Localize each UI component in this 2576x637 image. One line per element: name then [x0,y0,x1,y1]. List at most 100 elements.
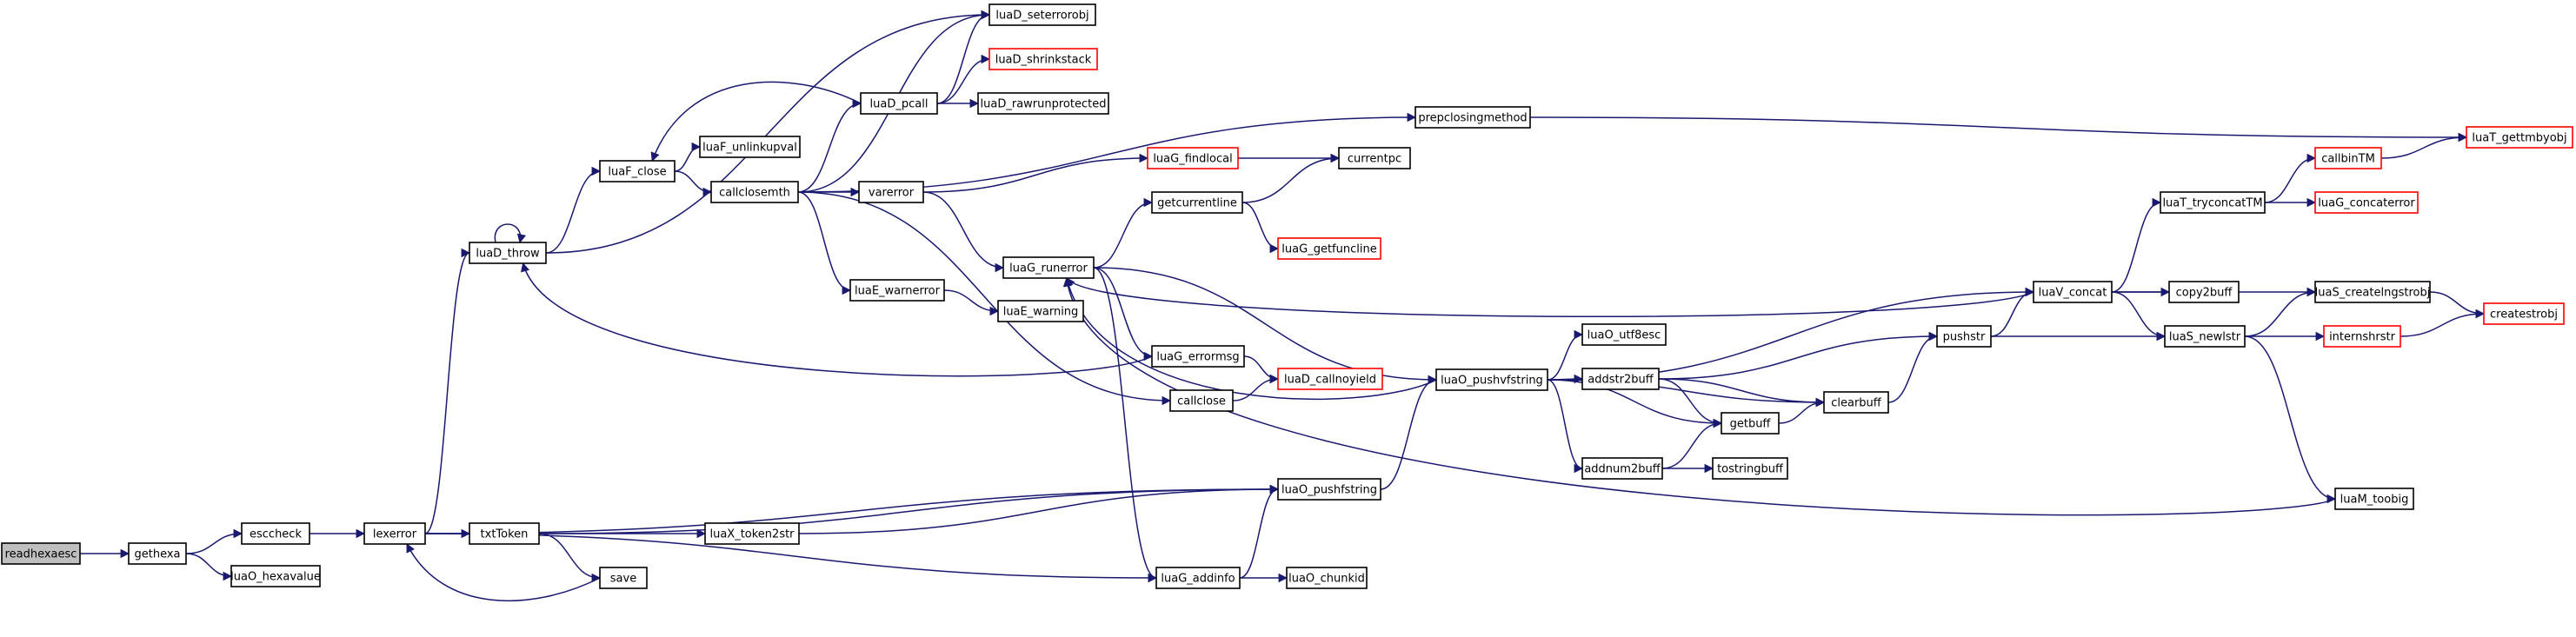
node-box[interactable] [849,279,945,302]
node-luaD_pcall[interactable]: luaD_pcall [860,92,938,115]
node-box[interactable] [1151,345,1245,368]
node-luaE_warning[interactable]: luaE_warning [997,300,1084,322]
node-box[interactable] [1155,567,1241,589]
node-currentpc[interactable]: currentpc [1338,147,1411,169]
node-luaD_shrinkstack[interactable]: luaD_shrinkstack [988,48,1098,70]
node-luaO_chunkid[interactable]: luaO_chunkid [1286,567,1368,589]
node-box[interactable] [1277,368,1383,390]
node-luaG_concaterror[interactable]: luaG_concaterror [2314,191,2419,214]
node-luaD_seterrorobj[interactable]: luaD_seterrorobj [988,3,1096,26]
node-gethexa[interactable]: gethexa [128,542,187,565]
node-luaD_callnoyield[interactable]: luaD_callnoyield [1277,368,1383,390]
node-addnum2buff[interactable]: addnum2buff [1581,457,1663,480]
node-box[interactable] [469,242,547,264]
node-getcurrentline[interactable]: getcurrentline [1151,191,1243,214]
node-box[interactable] [1002,256,1095,279]
node-box[interactable] [128,542,187,565]
node-box[interactable] [241,522,310,545]
node-box[interactable] [1277,237,1381,260]
node-box[interactable] [988,48,1098,70]
node-luaG_getfuncline[interactable]: luaG_getfuncline [1277,237,1381,260]
node-box[interactable] [2168,281,2240,303]
node-luaT_tryconcatTM[interactable]: luaT_tryconcatTM [2160,191,2266,214]
node-luaD_throw[interactable]: luaD_throw [469,242,547,264]
node-box[interactable] [1147,147,1239,169]
node-box[interactable] [1277,478,1381,501]
node-box[interactable] [363,522,426,545]
node-internshrstr[interactable]: internshrstr [2323,325,2401,348]
node-txtToken[interactable]: txtToken [469,522,540,545]
node-luaO_hexavalue[interactable]: luaO_hexavalue [230,565,321,587]
node-box[interactable] [599,567,648,589]
node-box[interactable] [230,565,321,587]
node-box[interactable] [997,300,1084,322]
node-luaT_gettmbyobj[interactable]: luaT_gettmbyobj [2466,126,2573,149]
node-box[interactable] [988,3,1096,26]
node-luaS_createlngstrobj[interactable]: luaS_createlngstrobj [2314,281,2431,303]
node-box[interactable] [704,522,800,545]
node-box[interactable] [1435,368,1548,391]
node-luaO_utf8esc[interactable]: luaO_utf8esc [1581,323,1667,346]
node-readhexaesc[interactable]: readhexaesc [1,542,81,565]
node-varerror[interactable]: varerror [858,181,924,203]
node-box[interactable] [1712,457,1788,480]
node-box[interactable] [2314,281,2431,303]
node-pushstr[interactable]: pushstr [1936,325,1992,348]
node-box[interactable] [977,92,1109,115]
node-box[interactable] [1581,323,1667,346]
node-box[interactable] [1581,457,1663,480]
node-callbinTM[interactable]: callbinTM [2314,147,2382,169]
node-luaS_newlstr[interactable]: luaS_newlstr [2164,325,2246,348]
node-box[interactable] [1823,391,1889,414]
node-luaM_toobig[interactable]: luaM_toobig [2334,488,2414,510]
node-box[interactable] [1169,389,1234,412]
node-box[interactable] [2314,191,2419,214]
node-luaX_token2str[interactable]: luaX_token2str [704,522,800,545]
node-box[interactable] [469,522,540,545]
node-box[interactable] [2323,325,2401,348]
node-box[interactable] [860,92,938,115]
node-getbuff[interactable]: getbuff [1721,412,1780,435]
node-box[interactable] [2334,488,2414,510]
node-box[interactable] [2483,302,2565,325]
node-luaD_rawrunprotected[interactable]: luaD_rawrunprotected [977,92,1109,115]
node-callclosemth[interactable]: callclosemth [710,181,799,203]
node-luaG_addinfo[interactable]: luaG_addinfo [1155,567,1241,589]
node-clearbuff[interactable]: clearbuff [1823,391,1889,414]
node-box[interactable] [1338,147,1411,169]
node-luaO_pushvfstring[interactable]: luaO_pushvfstring [1435,368,1548,391]
node-luaF_unlinkupval[interactable]: luaF_unlinkupval [699,136,801,158]
node-box[interactable] [1151,191,1243,214]
node-box[interactable] [1414,106,1531,129]
node-box[interactable] [710,181,799,203]
node-luaV_concat[interactable]: luaV_concat [2033,281,2113,303]
node-box[interactable] [2160,191,2266,214]
node-esccheck[interactable]: esccheck [241,522,310,545]
node-box[interactable] [2466,126,2573,149]
node-box[interactable] [1286,567,1368,589]
node-box[interactable] [858,181,924,203]
node-save[interactable]: save [599,567,648,589]
node-addstr2buff[interactable]: addstr2buff [1581,368,1660,390]
node-luaO_pushfstring[interactable]: luaO_pushfstring [1277,478,1381,501]
node-box[interactable] [699,136,801,158]
node-box[interactable] [2033,281,2113,303]
node-tostringbuff[interactable]: tostringbuff [1712,457,1788,480]
node-box[interactable] [1721,412,1780,435]
node-copy2buff[interactable]: copy2buff [2168,281,2240,303]
node-callclose[interactable]: callclose [1169,389,1234,412]
node-luaG_findlocal[interactable]: luaG_findlocal [1147,147,1239,169]
node-luaF_close[interactable]: luaF_close [599,160,676,182]
node-box[interactable] [599,160,676,182]
node-lexerror[interactable]: lexerror [363,522,426,545]
node-luaE_warnerror[interactable]: luaE_warnerror [849,279,945,302]
node-createstrobj[interactable]: createstrobj [2483,302,2565,325]
node-luaG_runerror[interactable]: luaG_runerror [1002,256,1095,279]
node-box[interactable] [2314,147,2382,169]
node-box[interactable] [2164,325,2246,348]
node-box[interactable] [1,542,81,565]
node-box[interactable] [1936,325,1992,348]
node-box[interactable] [1581,368,1660,390]
node-luaG_errormsg[interactable]: luaG_errormsg [1151,345,1245,368]
node-prepclosingmethod[interactable]: prepclosingmethod [1414,106,1531,129]
